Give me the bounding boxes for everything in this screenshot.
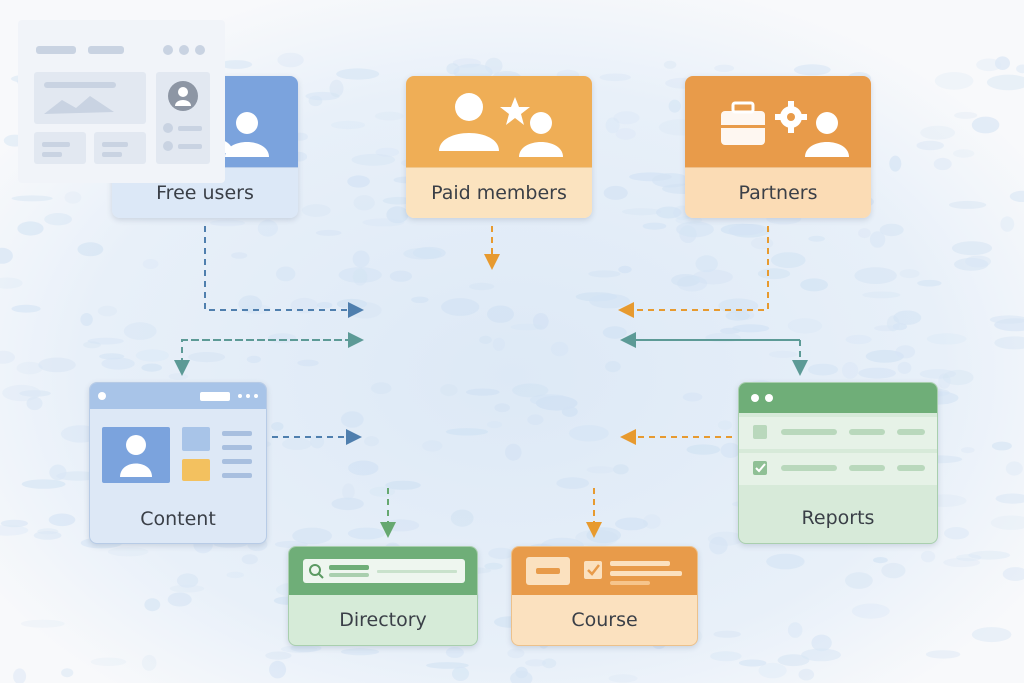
briefcase-gear-user-icon <box>721 101 849 157</box>
partners-label: Partners <box>685 167 871 218</box>
paid-members-label: Paid members <box>406 167 592 218</box>
paid-members-card: Paid members <box>406 76 592 218</box>
directory-card: Directory <box>288 546 478 646</box>
search-bar-icon <box>289 547 477 595</box>
reports-label: Reports <box>801 507 875 529</box>
reports-card: Reports <box>738 382 938 544</box>
checklist-table-icon <box>739 383 937 485</box>
course-label: Course <box>571 609 638 631</box>
course-lesson-icon <box>512 547 697 595</box>
dashboard-screen-icon <box>34 45 210 164</box>
content-label: Content <box>140 508 216 530</box>
hub-dashboard <box>0 0 243 200</box>
content-card: Content <box>89 382 267 544</box>
member-star-icon <box>439 93 563 157</box>
directory-label: Directory <box>339 609 427 631</box>
partners-card: Partners <box>685 76 871 218</box>
course-card: Course <box>511 546 698 646</box>
content-window-icon <box>90 383 266 483</box>
